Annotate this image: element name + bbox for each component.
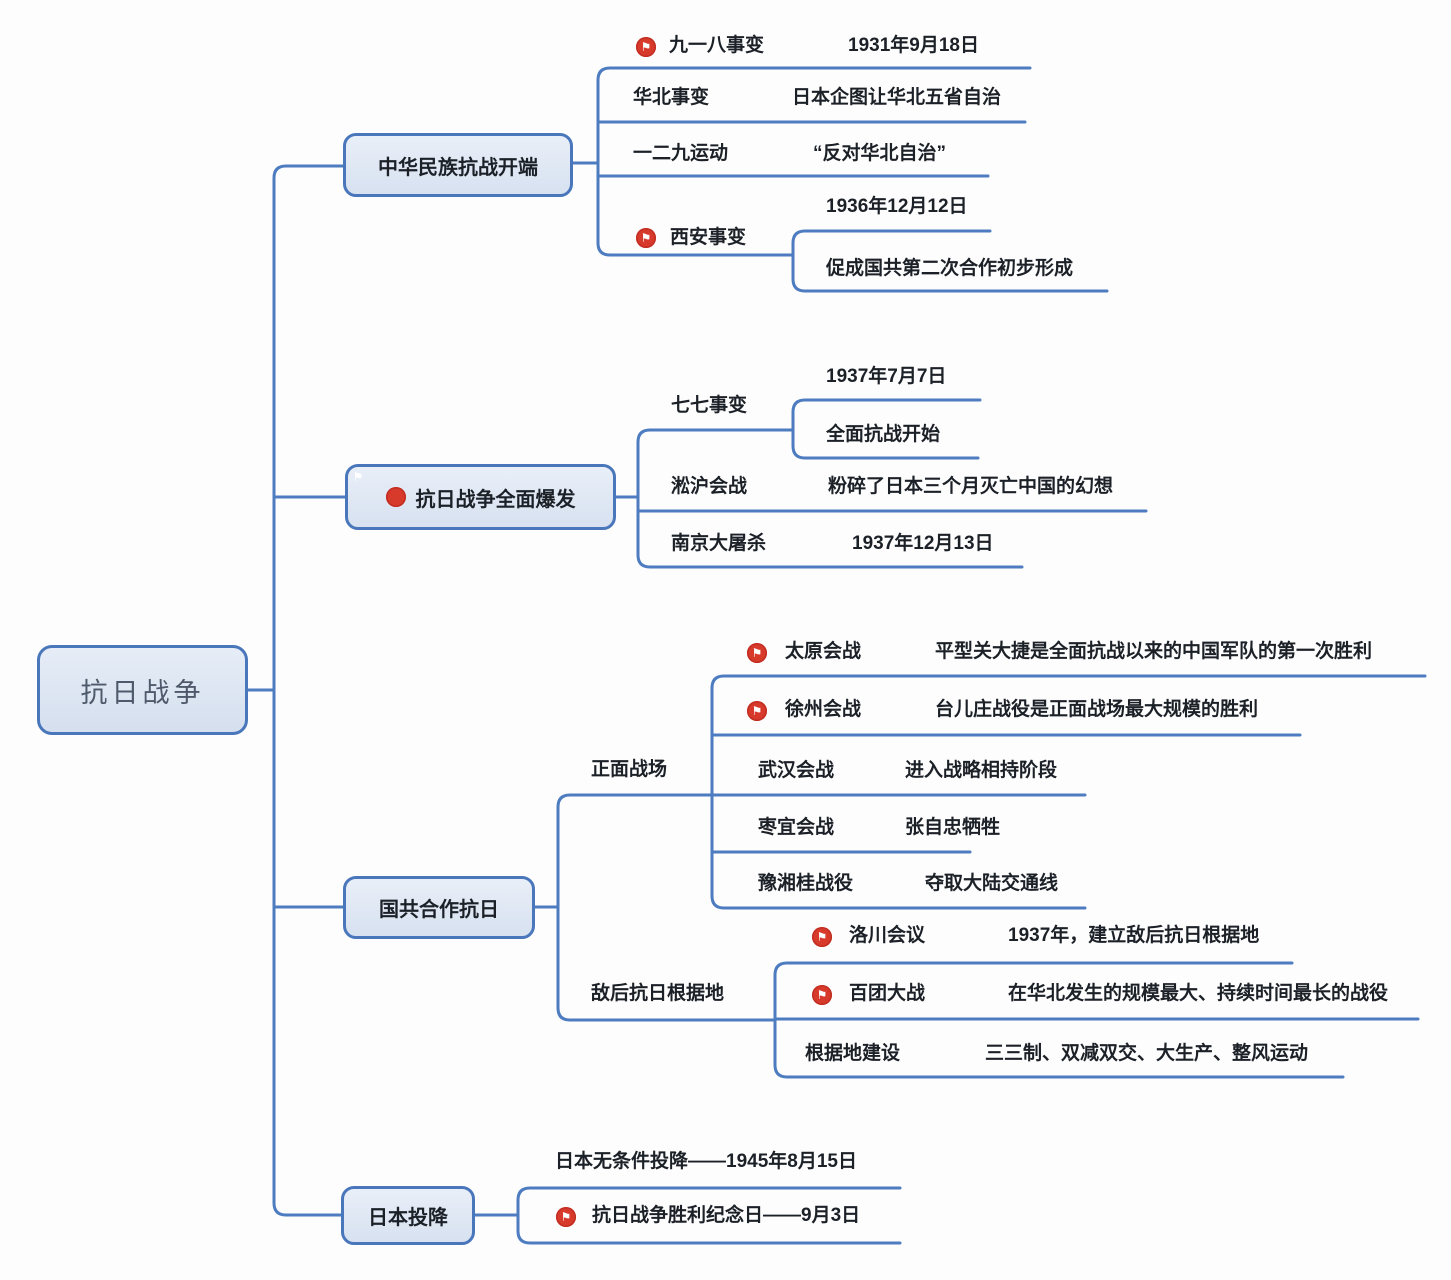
topic-baituan[interactable]: 百团大战 — [849, 983, 926, 1004]
topic-taiyuan-value[interactable]: 平型关大捷是全面抗战以来的中国军队的第一次胜利 — [935, 641, 1373, 662]
topic-baituan-value[interactable]: 在华北发生的规模最大、持续时间最长的战役 — [1008, 983, 1389, 1004]
topic-nanjing-value[interactable]: 1937年12月13日 — [852, 533, 994, 554]
branch-node-kangzhan-kaiduan[interactable]: 中华民族抗战开端 — [343, 133, 573, 197]
flag-icon — [636, 228, 656, 248]
topic-yierjiu-value[interactable]: “反对华北自治” — [813, 143, 947, 164]
connector-b2-trunk — [636, 428, 1024, 569]
branch-node-riben-touxiang[interactable]: 日本投降 — [341, 1186, 475, 1245]
topic-huabei-shibian[interactable]: 华北事变 — [633, 87, 710, 108]
topic-jiuyiba-value[interactable]: 1931年9月18日 — [848, 35, 979, 56]
topic-luochuan[interactable]: 洛川会议 — [849, 925, 926, 946]
branch-label: 日本投降 — [368, 1207, 448, 1229]
connector-main-trunk — [272, 164, 345, 1217]
connector-b3-trunk — [556, 793, 777, 1022]
topic-shengli-jinianri[interactable]: 抗日战争胜利纪念日——9月3日 — [592, 1205, 861, 1226]
connector-qiqi-bracket — [791, 398, 982, 460]
topic-genjudi-jianshe-value[interactable]: 三三制、双减双交、大生产、整风运动 — [985, 1043, 1309, 1064]
root-node[interactable]: 抗日战争 — [37, 645, 248, 735]
topic-qiqi-date[interactable]: 1937年7月7日 — [826, 366, 947, 387]
topic-wuhan-value[interactable]: 进入战略相持阶段 — [905, 760, 1058, 781]
topic-taiyuan[interactable]: 太原会战 — [785, 641, 862, 662]
topic-jiuyiba[interactable]: 九一八事变 — [669, 35, 765, 56]
branch-node-quanmian-baofa[interactable]: 抗日战争全面爆发 — [345, 464, 616, 530]
topic-xuzhou-value[interactable]: 台儿庄战役是正面战场最大规模的胜利 — [935, 699, 1259, 720]
topic-songhu-value[interactable]: 粉碎了日本三个月灭亡中国的幻想 — [828, 476, 1114, 497]
topic-zaoyi[interactable]: 枣宜会战 — [758, 817, 835, 838]
branch-label: 抗日战争全面爆发 — [415, 488, 576, 511]
topic-genjudi-jianshe[interactable]: 根据地建设 — [805, 1043, 901, 1064]
topic-wuhan[interactable]: 武汉会战 — [758, 760, 835, 781]
topic-yuxianggui[interactable]: 豫湘桂战役 — [758, 873, 854, 894]
branch-node-guogong-hezuo[interactable]: 国共合作抗日 — [343, 876, 535, 939]
topic-xian-result[interactable]: 促成国共第二次合作初步形成 — [826, 258, 1074, 279]
flag-icon — [747, 701, 767, 721]
flag-icon — [812, 927, 832, 947]
topic-xian-date[interactable]: 1936年12月12日 — [826, 196, 968, 217]
topic-yierjiu[interactable]: 一二九运动 — [633, 143, 729, 164]
flag-icon — [385, 487, 406, 507]
connector-xian-bracket — [791, 229, 1109, 293]
topic-xian-shibian[interactable]: 西安事变 — [670, 227, 747, 248]
branch-label: 中华民族抗战开端 — [378, 156, 538, 179]
topic-xuzhou[interactable]: 徐州会战 — [785, 699, 862, 720]
connector-b1-trunk — [596, 66, 1032, 257]
topic-zhengmian-zhanchang[interactable]: 正面战场 — [591, 759, 668, 780]
topic-songhu[interactable]: 淞沪会战 — [671, 476, 748, 497]
connector-front-bracket — [710, 674, 1427, 910]
topic-qiqi-shibian[interactable]: 七七事变 — [671, 395, 748, 416]
connector-b4-bracket — [516, 1186, 902, 1245]
topic-zaoyi-value[interactable]: 张自忠牺牲 — [905, 817, 1001, 838]
topic-yuxianggui-value[interactable]: 夺取大陆交通线 — [925, 873, 1059, 894]
flag-icon — [556, 1207, 576, 1227]
flag-icon — [636, 37, 656, 57]
root-label: 抗日战争 — [80, 677, 205, 708]
topic-huabei-shibian-value[interactable]: 日本企图让华北五省自治 — [792, 87, 1002, 108]
topic-wutiaojian-touxiang[interactable]: 日本无条件投降——1945年8月15日 — [555, 1151, 857, 1172]
topic-luochuan-value[interactable]: 1937年，建立敌后抗日根据地 — [1008, 925, 1260, 946]
flag-icon — [747, 643, 767, 663]
flag-icon — [812, 985, 832, 1005]
topic-nanjing[interactable]: 南京大屠杀 — [671, 533, 767, 554]
branch-label: 国共合作抗日 — [379, 899, 499, 921]
topic-dihou-genjudi[interactable]: 敌后抗日根据地 — [591, 983, 725, 1004]
topic-qiqi-result[interactable]: 全面抗战开始 — [826, 424, 941, 445]
